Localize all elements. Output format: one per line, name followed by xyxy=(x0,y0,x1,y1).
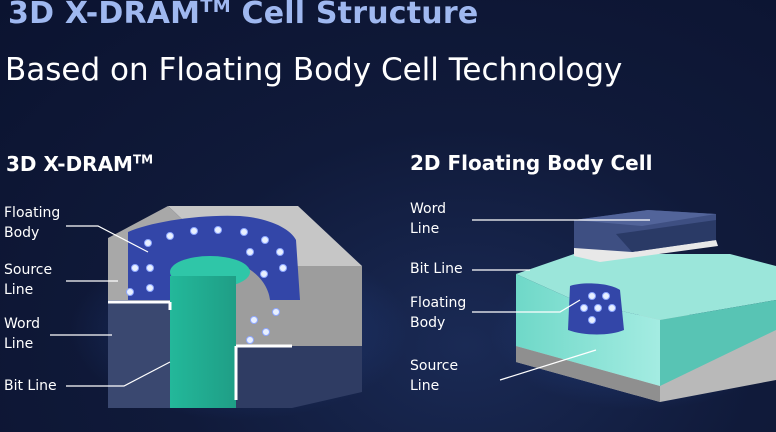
bit-line-column xyxy=(170,276,236,408)
left-label-bit-line: Bit Line xyxy=(4,378,57,394)
page-title: 3D X-DRAMTM Cell Structure xyxy=(8,0,479,31)
xdram-block xyxy=(50,206,410,420)
fbc-block xyxy=(472,210,776,410)
page-subtitle: Based on Floating Body Cell Technology xyxy=(5,52,623,88)
left-heading: 3D X-DRAMTM xyxy=(6,152,154,176)
right-heading: 2D Floating Body Cell xyxy=(410,151,653,175)
right-label-bit-line: Bit Line xyxy=(410,261,463,277)
